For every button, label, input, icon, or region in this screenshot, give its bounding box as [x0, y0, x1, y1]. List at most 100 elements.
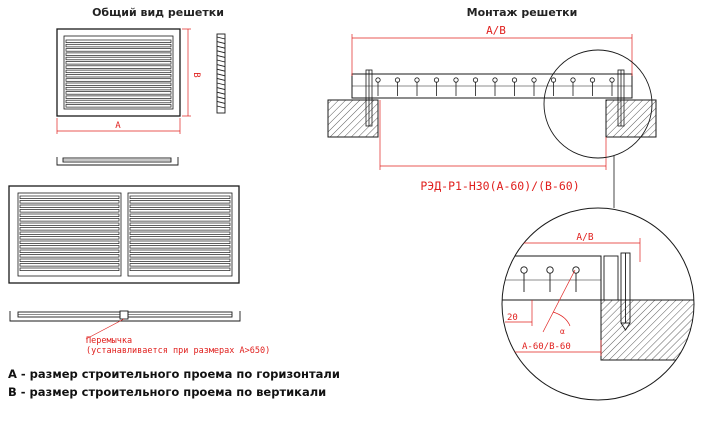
slat: [129, 231, 231, 235]
model-designation-label: РЭД-Р1-Н30(А-60)/(В-60): [420, 179, 579, 193]
small-grille-side-profile: [216, 33, 226, 114]
side-tooth: [216, 96, 226, 100]
detail-angle-label: α: [560, 327, 565, 336]
general-view-heading: Общий вид решетки: [92, 6, 224, 19]
detail-anchor-screw: [620, 252, 631, 331]
side-tooth: [216, 91, 226, 95]
slat: [129, 236, 231, 240]
blade-pivot: [492, 77, 498, 83]
small-grille-front-view: [56, 28, 181, 117]
blade-pivot: [394, 77, 401, 83]
side-tooth: [216, 87, 226, 91]
slat: [65, 82, 172, 86]
dim-a-label: A: [115, 121, 121, 131]
slat: [19, 267, 120, 271]
slat: [129, 200, 231, 204]
slat: [65, 52, 172, 56]
detail-ab-label: A/B: [576, 232, 593, 243]
blade-pivot: [570, 77, 576, 83]
slat: [19, 227, 120, 231]
blade-pivot: [375, 77, 381, 83]
slat: [19, 254, 120, 258]
slat: [65, 99, 172, 104]
blade-pivot: [609, 77, 615, 83]
side-tooth: [216, 64, 226, 68]
blade-pivot: [472, 77, 479, 83]
blade-pivot: [414, 77, 420, 83]
slat: [19, 245, 120, 249]
slat: [129, 263, 231, 267]
dimension-model: [379, 100, 607, 170]
blade-pivot: [453, 77, 459, 83]
slat: [19, 249, 120, 253]
slat: [129, 249, 231, 253]
slat: [129, 209, 231, 213]
slat: [19, 200, 120, 204]
slat: [129, 227, 231, 231]
dimension-b-small: B: [182, 28, 201, 117]
slat: [65, 61, 172, 65]
dim-b-label: B: [191, 72, 201, 77]
blade-pivot: [511, 77, 518, 83]
small-grille-bottom-profile: [56, 157, 179, 166]
side-tooth: [216, 41, 226, 45]
detail-view: A/B 20 А-60/В-60 α: [501, 207, 695, 401]
slat: [129, 240, 231, 244]
detail-callout-circle: [543, 49, 653, 159]
slat: [65, 95, 172, 99]
slat: [19, 209, 120, 213]
side-tooth: [216, 77, 226, 81]
slat: [65, 56, 172, 61]
slat: [129, 267, 231, 271]
jumper-label: Перемычка: [86, 336, 132, 346]
slat: [65, 48, 172, 52]
slat: [19, 222, 120, 226]
slat: [65, 43, 172, 48]
slat: [19, 236, 120, 240]
side-tooth: [216, 82, 226, 86]
blade-pivot: [589, 77, 596, 83]
slat: [65, 104, 172, 108]
legend-a: A - размер строительного проема по гориз…: [8, 367, 340, 381]
grille-frame-edge: [603, 255, 619, 301]
jumper-condition-label: (устанавливается при размерах А>650): [86, 346, 270, 356]
slat: [65, 74, 172, 78]
slat: [129, 258, 231, 262]
slat: [129, 254, 231, 258]
side-tooth: [216, 73, 226, 77]
slat: [19, 263, 120, 267]
dimension-a-small: A: [56, 118, 181, 134]
slat: [129, 213, 231, 217]
slat: [65, 69, 172, 74]
large-grille-bottom-profile: [9, 310, 241, 322]
blade-pivot: [531, 77, 537, 83]
side-tooth: [216, 68, 226, 72]
slat: [129, 204, 231, 208]
slat: [19, 258, 120, 262]
jumper-marker: [119, 310, 129, 320]
slat: [129, 195, 231, 199]
slat: [129, 245, 231, 249]
jumper-annotation: Перемычка (устанавливается при размерах …: [85, 318, 270, 356]
side-tooth: [216, 59, 226, 63]
side-tooth: [216, 105, 226, 109]
slat: [19, 231, 120, 235]
blade-pivot: [550, 77, 557, 83]
blade-pivot: [433, 77, 440, 83]
dimension-ab-top: [351, 34, 633, 76]
slat: [129, 218, 231, 222]
slat: [19, 204, 120, 208]
detail-wall: [600, 299, 694, 361]
slat: [65, 91, 172, 95]
slat: [65, 78, 172, 82]
side-tooth: [216, 36, 226, 40]
slat: [19, 213, 120, 217]
side-tooth: [216, 54, 226, 58]
dim-ab-top-label: A/B: [486, 24, 506, 37]
detail-a60-b60-label: А-60/В-60: [522, 342, 571, 352]
detail-gap-label: 20: [507, 313, 518, 323]
slat: [19, 218, 120, 222]
legend-b: B - размер строительного проема по верти…: [8, 385, 326, 399]
slat: [19, 240, 120, 244]
